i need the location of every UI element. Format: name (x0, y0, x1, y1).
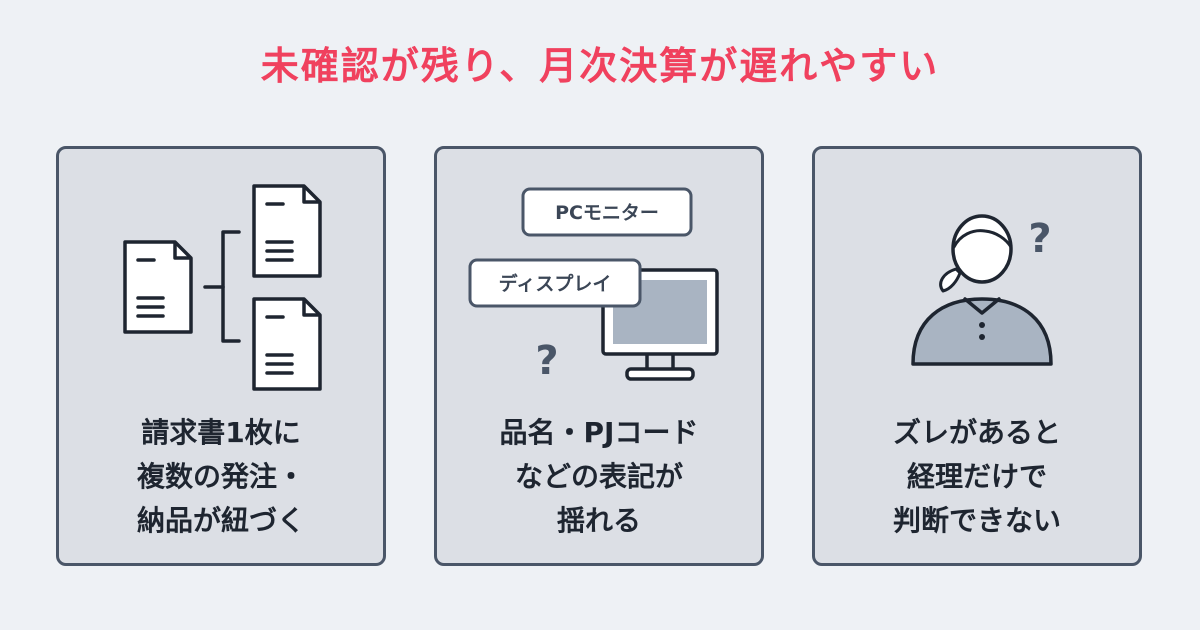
caption-line: 揺れる (556, 504, 641, 537)
person-icon (911, 214, 1053, 366)
caption-line: ズレがあると (892, 416, 1061, 449)
card-notation-variance: PCモニター ディスプレイ ? 品名・PJコード などの表記が 揺れる (434, 146, 764, 566)
tag-text: PCモニター (555, 202, 659, 224)
tag-text: ディスプレイ (499, 272, 612, 295)
question-mark-icon: ? (1028, 216, 1051, 262)
caption-line: 品名・PJコード (499, 416, 699, 449)
card-caption: 請求書1枚に 複数の発注・ 納品が紐づく (59, 411, 383, 543)
document-icon (252, 184, 322, 278)
caption-line: 複数の発注・ (136, 460, 305, 493)
caption-line: 経理だけで (906, 460, 1047, 493)
label-tag-display: ディスプレイ (468, 258, 642, 308)
card-caption: 品名・PJコード などの表記が 揺れる (437, 411, 761, 543)
question-mark-icon: ? (535, 338, 558, 384)
caption-line: などの表記が (514, 460, 683, 493)
branch-connector-icon (203, 230, 241, 343)
card-1-illustration (123, 184, 322, 391)
document-icon (123, 240, 193, 334)
card-caption: ズレがあると 経理だけで 判断できない (815, 411, 1139, 543)
page-title: 未確認が残り、月次決算が遅れやすい (260, 44, 940, 88)
label-tag-pc-monitor: PCモニター (521, 187, 693, 237)
card-3-illustration: ? (911, 214, 1053, 366)
card-invoice-multiple-orders: 請求書1枚に 複数の発注・ 納品が紐づく (56, 146, 386, 566)
caption-line: 判断できない (892, 504, 1061, 537)
caption-line: 請求書1枚に (141, 416, 301, 449)
card-accounting-cannot-judge: ? ズレがあると 経理だけで 判断できない (812, 146, 1142, 566)
card-2-illustration: PCモニター ディスプレイ ? (468, 187, 719, 384)
caption-line: 納品が紐づく (136, 504, 305, 537)
document-icon (252, 297, 322, 391)
